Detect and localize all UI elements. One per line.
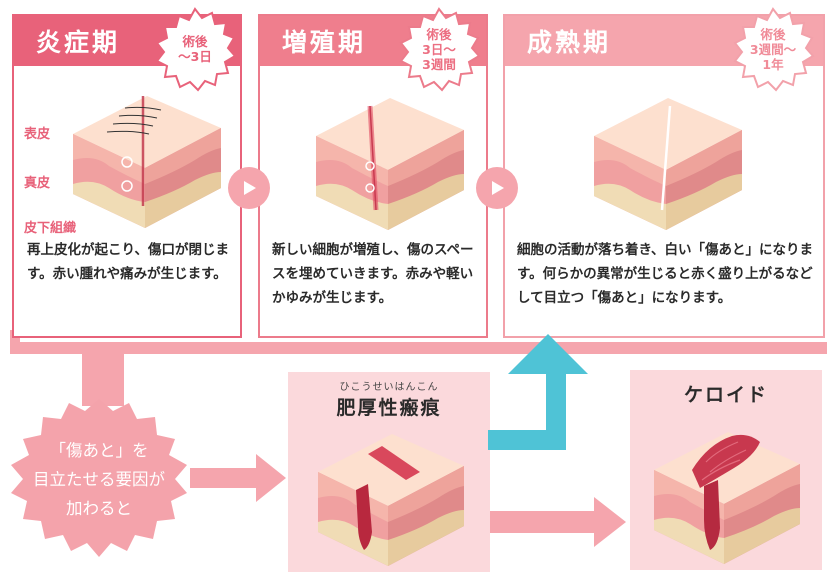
cause-line: 「傷あと」を	[49, 441, 149, 460]
cause-line: 加わると	[66, 499, 132, 518]
badge-line: 術後	[426, 26, 452, 42]
starburst-icon	[733, 7, 815, 92]
duration-badge: 術後 3日〜 3週間	[396, 6, 482, 92]
duration-badge: 術後 〜3日	[152, 6, 238, 92]
badge-line: 術後	[760, 26, 786, 42]
cause-text: 「傷あと」を 目立たせる要因が 加わると	[3, 397, 195, 562]
arrow-to-hypertrophic-icon	[190, 454, 286, 502]
keloid-box: ケロイド	[630, 370, 822, 570]
skin-illustration-proliferation	[316, 98, 464, 230]
badge-line: 術後	[182, 34, 208, 49]
skin-illustration-inflammation	[73, 96, 221, 228]
hypertrophic-title: 肥厚性瘢痕	[336, 397, 442, 419]
stage-description: 細胞の活動が落ち着き、白い「傷あと」になります。何らかの異常が生じると赤く盛り上…	[517, 242, 814, 306]
next-stage-arrow-icon	[476, 167, 518, 209]
skin-illustration-keloid	[654, 432, 800, 564]
next-stage-arrow-icon	[228, 167, 270, 209]
stage-connector-bracket	[10, 330, 827, 406]
starburst-icon	[155, 7, 237, 92]
arrow-to-keloid-icon	[490, 497, 626, 547]
cause-starburst-icon	[11, 399, 187, 557]
layer-label-dermis: 真皮	[24, 176, 51, 191]
layer-label-epidermis: 表皮	[24, 127, 51, 142]
badge-line: 3日〜	[422, 41, 456, 57]
badge-line: 〜3日	[178, 49, 212, 64]
keloid-title: ケロイド	[683, 384, 768, 406]
cause-line: 目立たせる要因が	[33, 470, 165, 489]
layer-label-subcutis: 皮下組織	[24, 221, 77, 236]
badge-line: 1年	[762, 56, 784, 72]
stage-description: 再上皮化が起こり、傷口が閉じます。赤い腫れや痛みが生じます。	[27, 242, 229, 282]
skin-illustration-maturation	[594, 98, 742, 230]
skin-illustration-hypertrophic	[318, 434, 464, 566]
hypertrophic-ruby: ひこうせいはんこん	[339, 382, 439, 393]
hypertrophic-scar-box: ひこうせいはんこん 肥厚性瘢痕	[288, 372, 490, 572]
badge-line: 3週間	[422, 56, 456, 72]
duration-badge: 術後 3週間〜 1年	[730, 6, 816, 92]
arrow-to-maturation-icon	[488, 334, 588, 450]
badge-line: 3週間〜	[749, 41, 797, 57]
starburst-icon	[399, 7, 481, 92]
stage-description: 新しい細胞が増殖し、傷のスペースを埋めていきます。赤みや軽いかゆみが生じます。	[272, 242, 474, 306]
